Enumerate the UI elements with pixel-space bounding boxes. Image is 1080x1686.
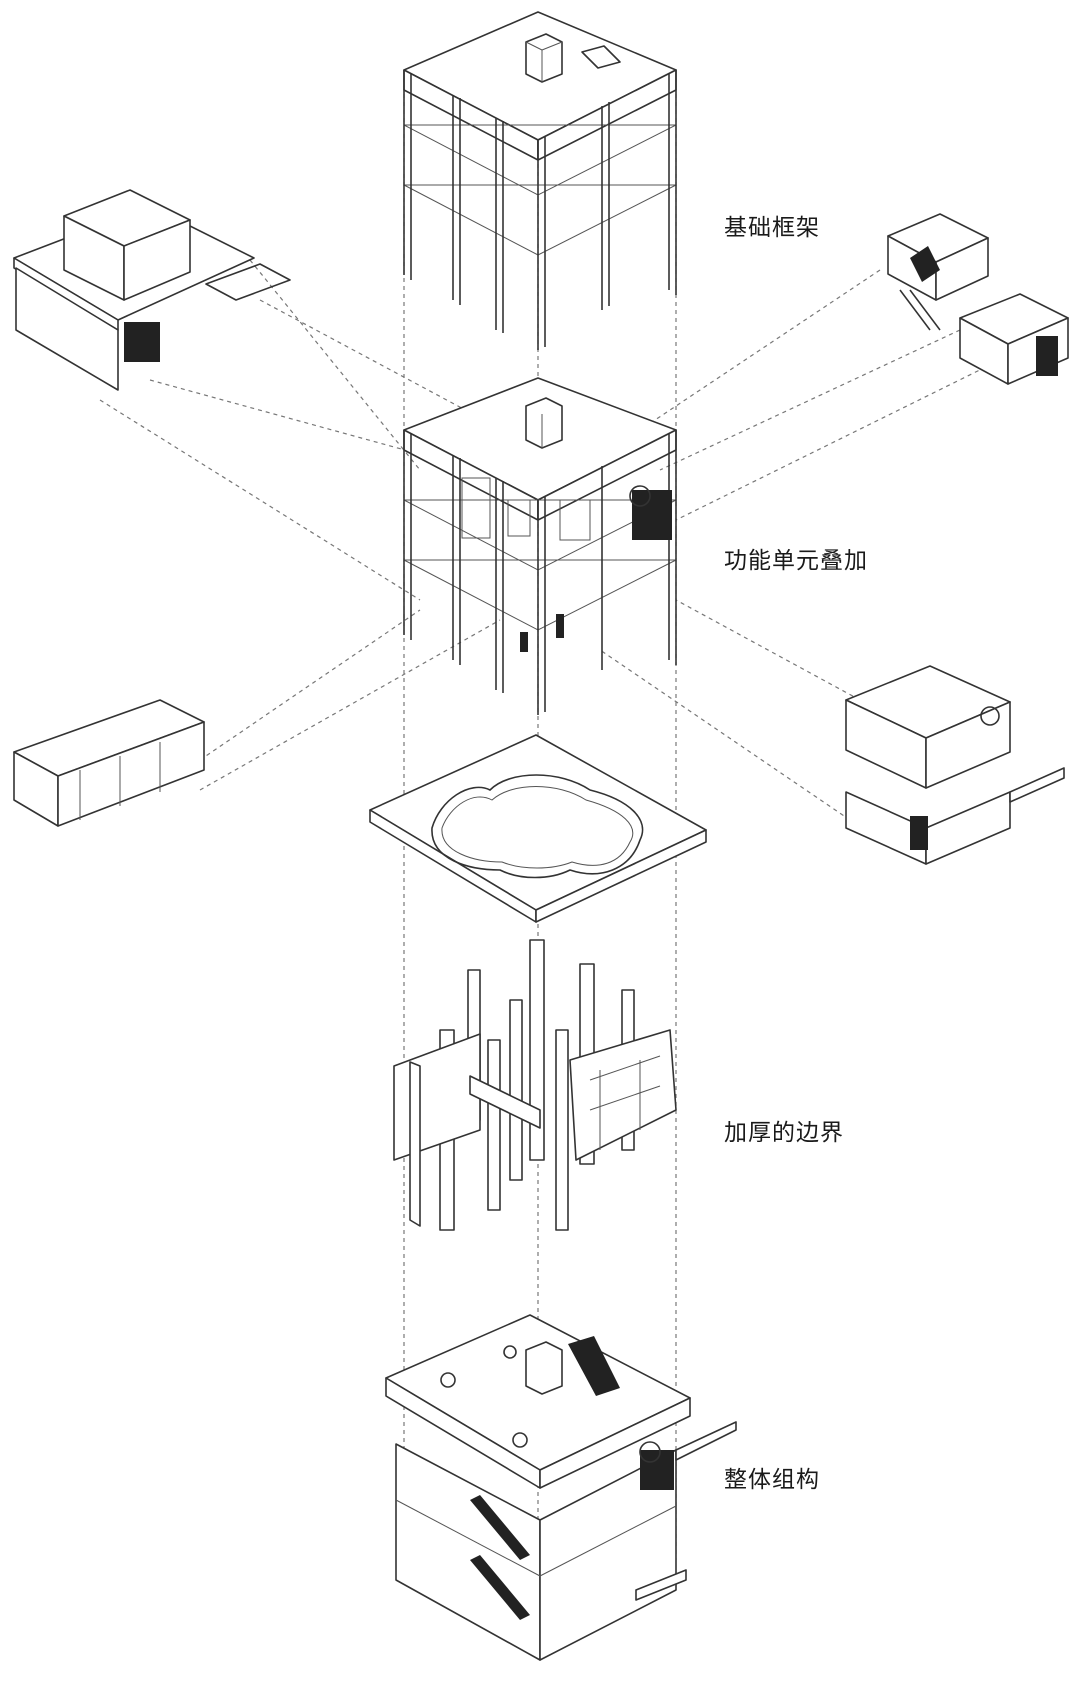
stage-label-overall-assembly: 整体组构 — [724, 1467, 820, 1493]
stacked-units-model — [403, 377, 677, 715]
stage-label-thickened-boundary: 加厚的边界 — [724, 1120, 844, 1146]
unit-module-middle-left — [13, 699, 205, 827]
overall-assembly-model — [385, 1314, 737, 1661]
thickened-boundary-model — [393, 939, 677, 1231]
basic-frame-model — [403, 11, 677, 350]
stage-label-basic-frame: 基础框架 — [724, 215, 820, 241]
unit-module-upper-left — [13, 189, 291, 391]
unit-module-middle-right — [845, 665, 1065, 865]
stage-label-unit-stacking: 功能单元叠加 — [724, 548, 868, 574]
landscape-slab — [369, 734, 707, 923]
unit-module-upper-right — [887, 213, 1069, 385]
